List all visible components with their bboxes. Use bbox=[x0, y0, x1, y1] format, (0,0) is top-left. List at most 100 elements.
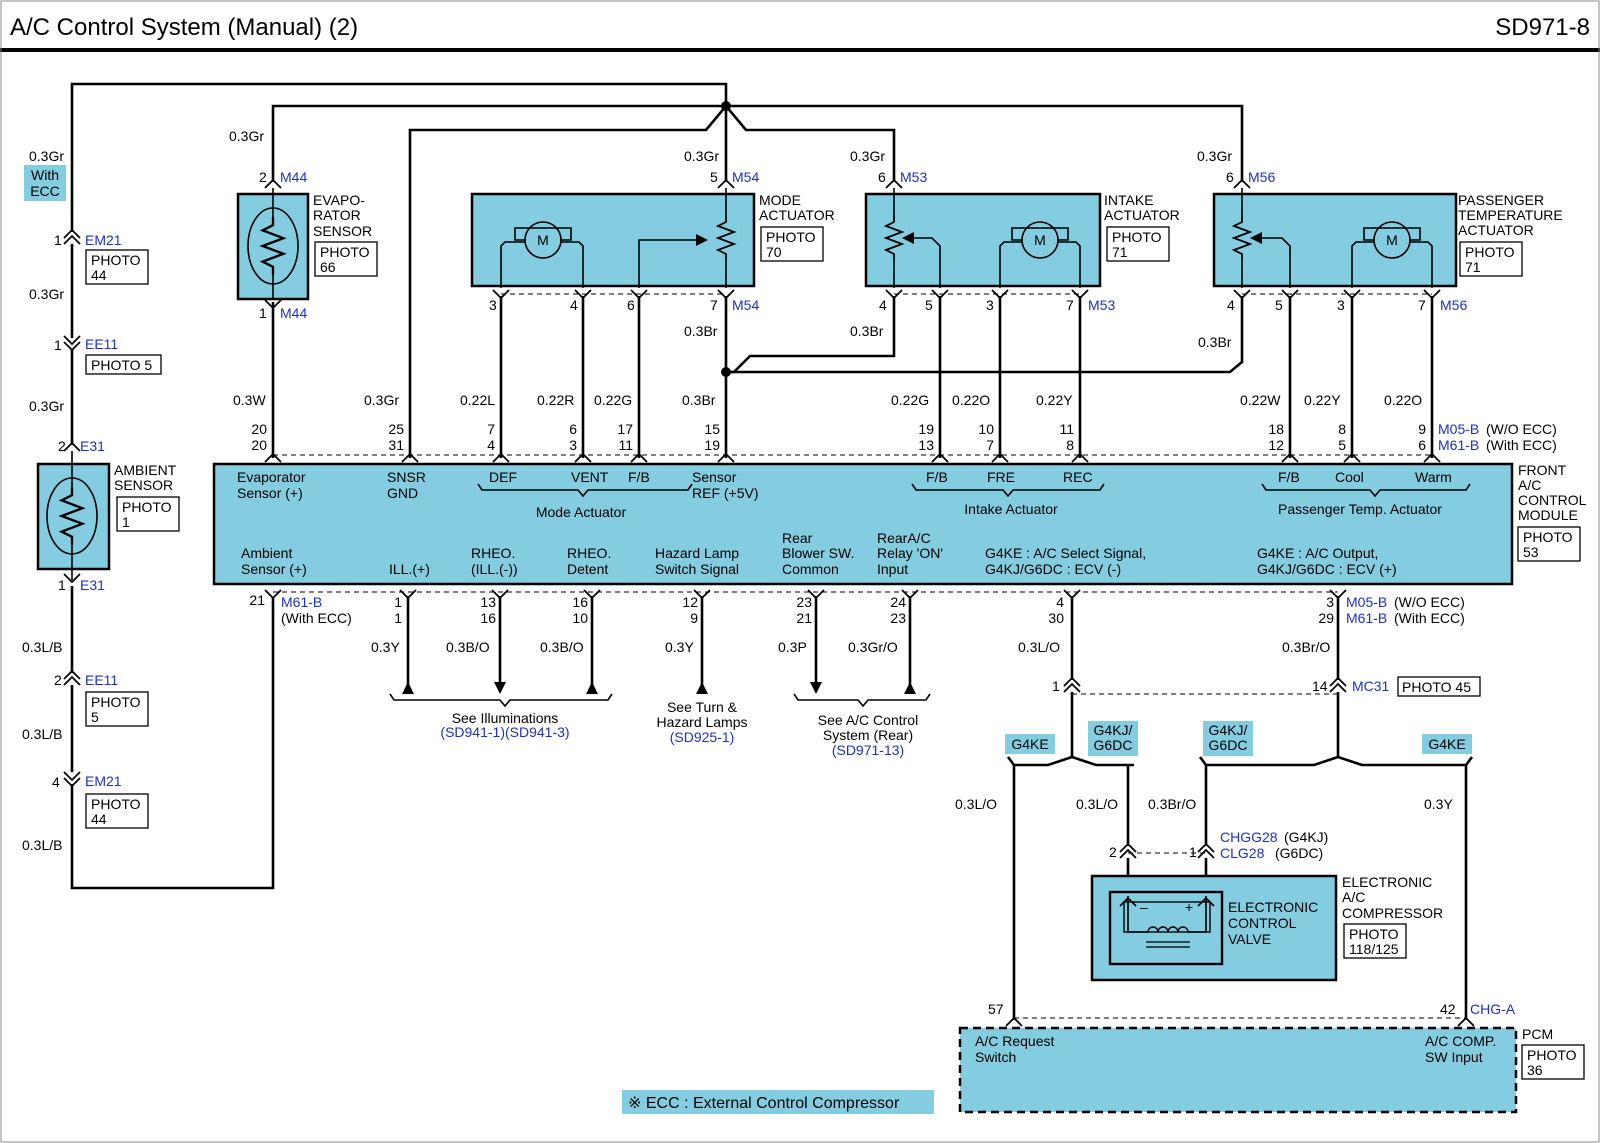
with-ecc-line2: ECC bbox=[30, 183, 60, 199]
pin-function-label: RHEO. bbox=[567, 545, 611, 561]
pin-label: 5 bbox=[710, 169, 718, 185]
polarity-minus: – bbox=[1140, 899, 1148, 915]
pin-label: 5 bbox=[1275, 297, 1283, 313]
reference-text: See A/C Control bbox=[818, 712, 918, 728]
pin-number: 4 bbox=[487, 437, 495, 453]
variant-label: G4KJ/ bbox=[1094, 722, 1133, 738]
pin-label: 3 bbox=[489, 297, 497, 313]
photo-label: PHOTO bbox=[1112, 229, 1162, 245]
wire-label: 0.3Gr bbox=[684, 148, 719, 164]
pin-label: 6 bbox=[1226, 169, 1234, 185]
photo-label: PHOTO bbox=[1349, 926, 1399, 942]
pin-label: 1 bbox=[1189, 844, 1197, 860]
connector-label: M53 bbox=[1088, 297, 1115, 313]
photo-number: 66 bbox=[320, 259, 336, 275]
lower-wire-labels: 0.3L/O 0.3L/O 0.3Br/O 0.3Y bbox=[955, 796, 1453, 812]
wire-label: 0.3Gr bbox=[364, 392, 399, 408]
wire-label: 0.22Y bbox=[1304, 392, 1341, 408]
pin-label: 7 bbox=[1066, 297, 1074, 313]
connector-label: EM21 bbox=[85, 773, 122, 789]
pin-label: 5 bbox=[925, 297, 933, 313]
pin-number: 17 bbox=[617, 421, 633, 437]
reference-link: (SD941-1)(SD941-3) bbox=[440, 724, 569, 740]
pin-function-label: Detent bbox=[567, 561, 608, 577]
ac-compressor: 2 1 CHGG28 (G4KJ) CLG28 (G6DC) – + ELECT… bbox=[1090, 829, 1443, 982]
pin-number: 11 bbox=[1059, 421, 1074, 437]
photo-box bbox=[1397, 676, 1481, 697]
evap-name-2: RATOR bbox=[313, 207, 361, 223]
connector-glyphs bbox=[63, 178, 1475, 1027]
footnote: ※ ECC : External Control Compressor bbox=[622, 1090, 934, 1114]
pin-function-label: G4KE : A/C Select Signal, bbox=[985, 545, 1146, 561]
pass-name-2: TEMPERATURE bbox=[1458, 207, 1563, 223]
wire-label: 0.3Br bbox=[1198, 334, 1232, 350]
wire-label: 0.3Gr bbox=[29, 148, 64, 164]
pin-function-label: VENT bbox=[571, 469, 609, 485]
intake-name-1: INTAKE bbox=[1104, 192, 1154, 208]
front-ac-control-module: 0.3W 0.3Gr 0.22L 0.22R 0.22G 0.3Br 0.22G… bbox=[212, 392, 1587, 655]
wire-label: 0.3P bbox=[778, 639, 807, 655]
pin-number: 18 bbox=[1268, 421, 1284, 437]
connector-label: M53 bbox=[900, 169, 927, 185]
compressor-name: ELECTRONIC bbox=[1342, 874, 1432, 890]
left-chain: With ECC 0.3Gr 1 EM21 PHOTO 44 0.3Gr 1 E… bbox=[22, 148, 180, 853]
motor-label: M bbox=[537, 232, 549, 248]
valve-label: ELECTRONIC bbox=[1228, 899, 1318, 915]
pin-label: 14 bbox=[1312, 678, 1328, 694]
pin-number: 4 bbox=[1056, 594, 1064, 610]
pin-number: 3 bbox=[1326, 594, 1334, 610]
pin-number: 24 bbox=[890, 594, 906, 610]
pin-label: 3 bbox=[986, 297, 994, 313]
connector-label: MC31 bbox=[1352, 678, 1390, 694]
wires bbox=[70, 82, 1474, 1020]
photo-number: 53 bbox=[1523, 544, 1539, 560]
pin-number: 30 bbox=[1048, 610, 1064, 626]
wire-label: 0.22O bbox=[952, 392, 990, 408]
pin-number: 20 bbox=[251, 437, 267, 453]
wire-label: 0.3L/B bbox=[22, 837, 62, 853]
photo-label: PHOTO 45 bbox=[1402, 679, 1471, 695]
pcm-pin-function: A/C Request bbox=[975, 1033, 1054, 1049]
pass-name-1: PASSENGER bbox=[1458, 192, 1544, 208]
pin-number: 23 bbox=[890, 610, 906, 626]
variant-label: G4KE bbox=[1011, 736, 1048, 752]
photo-box bbox=[85, 793, 149, 829]
pin-label: 4 bbox=[1227, 297, 1235, 313]
reference-link: (SD925-1) bbox=[670, 729, 735, 745]
wire-label: 0.3W bbox=[233, 392, 266, 408]
with-ecc-line1: With bbox=[31, 167, 59, 183]
photo-label: PHOTO bbox=[1527, 1047, 1577, 1063]
arrow-up-icon bbox=[586, 682, 598, 694]
motor-label: M bbox=[1034, 232, 1046, 248]
pin-function-label: F/B bbox=[1278, 469, 1300, 485]
page-title: A/C Control System (Manual) (2) bbox=[10, 14, 358, 41]
connector-label: M61-B bbox=[1346, 610, 1387, 626]
wire-label: 0.3Gr/O bbox=[848, 639, 898, 655]
pcm-box bbox=[958, 1026, 1518, 1114]
pin-function-label: Common bbox=[782, 561, 839, 577]
photo-box bbox=[1459, 241, 1523, 277]
pin-number: 10 bbox=[978, 421, 994, 437]
group-label: Intake Actuator bbox=[964, 501, 1058, 517]
wire-label: 0.3Gr bbox=[29, 398, 64, 414]
arrow-up-icon bbox=[402, 682, 414, 694]
photo-number: 118/125 bbox=[1349, 941, 1399, 957]
connector-label: CLG28 bbox=[1220, 845, 1265, 861]
pin-label: 1 bbox=[54, 337, 62, 353]
pin-number: 20 bbox=[251, 421, 267, 437]
pin-function-label: REF (+5V) bbox=[692, 485, 759, 501]
pcm-pin-function: A/C COMP. bbox=[1425, 1033, 1496, 1049]
ambient-name-2: SENSOR bbox=[114, 477, 173, 493]
wire-label: 0.3B/O bbox=[540, 639, 584, 655]
control-valve-box bbox=[1108, 890, 1224, 966]
pin-number: 16 bbox=[480, 610, 496, 626]
pin-number: 19 bbox=[918, 421, 934, 437]
reference-text: System (Rear) bbox=[823, 727, 913, 743]
photo-box bbox=[85, 354, 162, 375]
header: A/C Control System (Manual) (2) SD971-8 bbox=[0, 14, 1600, 52]
connector-variant: (With ECC) bbox=[1486, 437, 1557, 453]
pin-function-label: ILL.(+) bbox=[389, 561, 430, 577]
pin-function-label: Cool bbox=[1335, 469, 1364, 485]
connector-label: M56 bbox=[1440, 297, 1467, 313]
pin-function-label: F/B bbox=[926, 469, 948, 485]
